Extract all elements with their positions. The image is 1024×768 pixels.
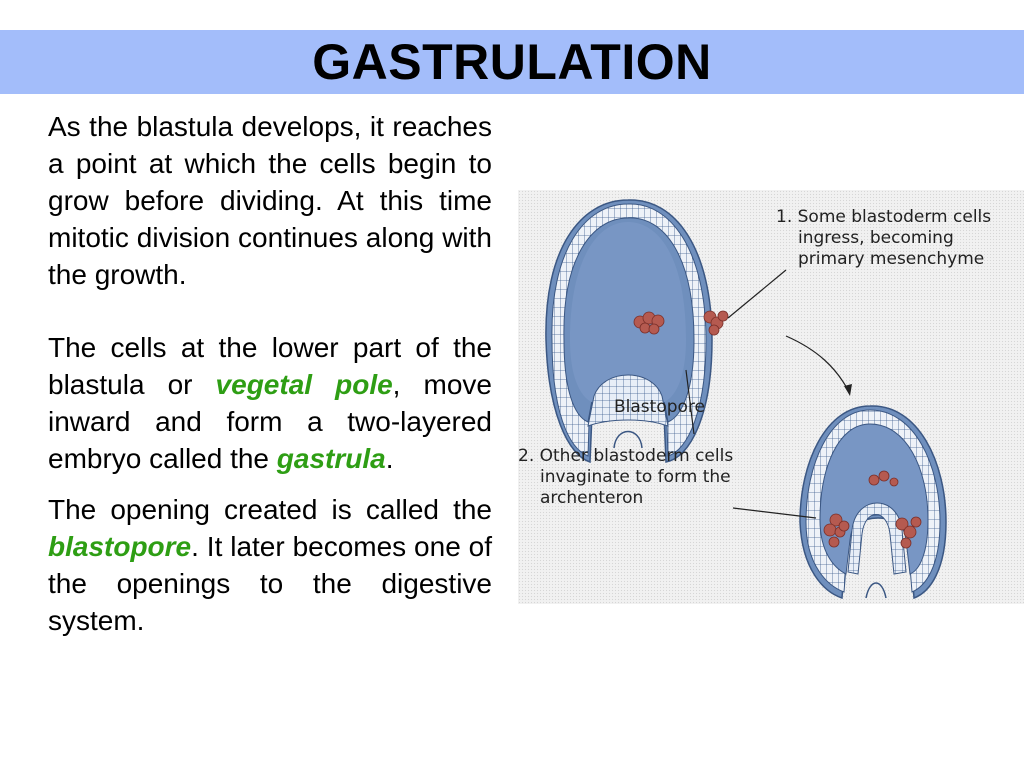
arrow-head-icon [844,384,852,396]
paragraph-3-text-b: . It later becomes one of the openings t… [48,531,492,636]
paragraph-2-text-c: . [385,443,394,474]
label-2-number: 2. [518,446,535,466]
figure-label-1: 1. Some blastoderm cells ingress, becomi… [776,207,991,270]
paragraph-2-text-b: , move inward and form a two-layered emb… [48,369,492,474]
term-blastopore: blastopore [48,531,192,562]
embryo-stage-2 [799,405,947,600]
leader-lines [685,269,849,519]
label-1-line-2: ingress, becoming [798,228,954,248]
gastrulation-diagram [545,199,947,600]
label-2-line-2: invaginate to form the [540,467,731,487]
figure-label-blastopore: Blastopore [614,397,705,417]
paragraph-2: The cells at the lower part of the blast… [48,329,492,477]
embryo-stage-1 [545,199,729,464]
title-bar: GASTRULATION [0,30,1024,94]
figure-label-2: 2. Other blastoderm cells invaginate to … [518,446,733,509]
label-1-number: 1. [776,207,793,227]
paragraph-2-text-a: The cells at the lower part of the blast… [48,332,492,400]
paragraph-3: The opening created is called the blasto… [48,491,492,639]
label-2-line-1: Other blastoderm cells [539,446,734,466]
leader-line-blastopore [685,369,695,435]
slide-title: GASTRULATION [312,34,712,90]
paragraph-1: As the blastula develops, it reaches a p… [48,111,492,290]
label-1-line-1: Some blastoderm cells [797,207,992,227]
gastrulation-figure: 1. Some blastoderm cells ingress, becomi… [518,190,1024,604]
term-vegetal-pole: vegetal pole [215,369,393,400]
term-gastrula: gastrula [276,443,386,474]
stage-arrow [785,335,849,391]
body-text: As the blastula develops, it reaches a p… [48,108,492,639]
leader-line-1 [727,269,787,319]
label-2-line-3: archenteron [540,488,644,508]
paragraph-3-text-a: The opening created is called the [48,494,492,525]
leader-line-2 [732,507,817,519]
label-1-line-3: primary mesenchyme [798,249,985,269]
